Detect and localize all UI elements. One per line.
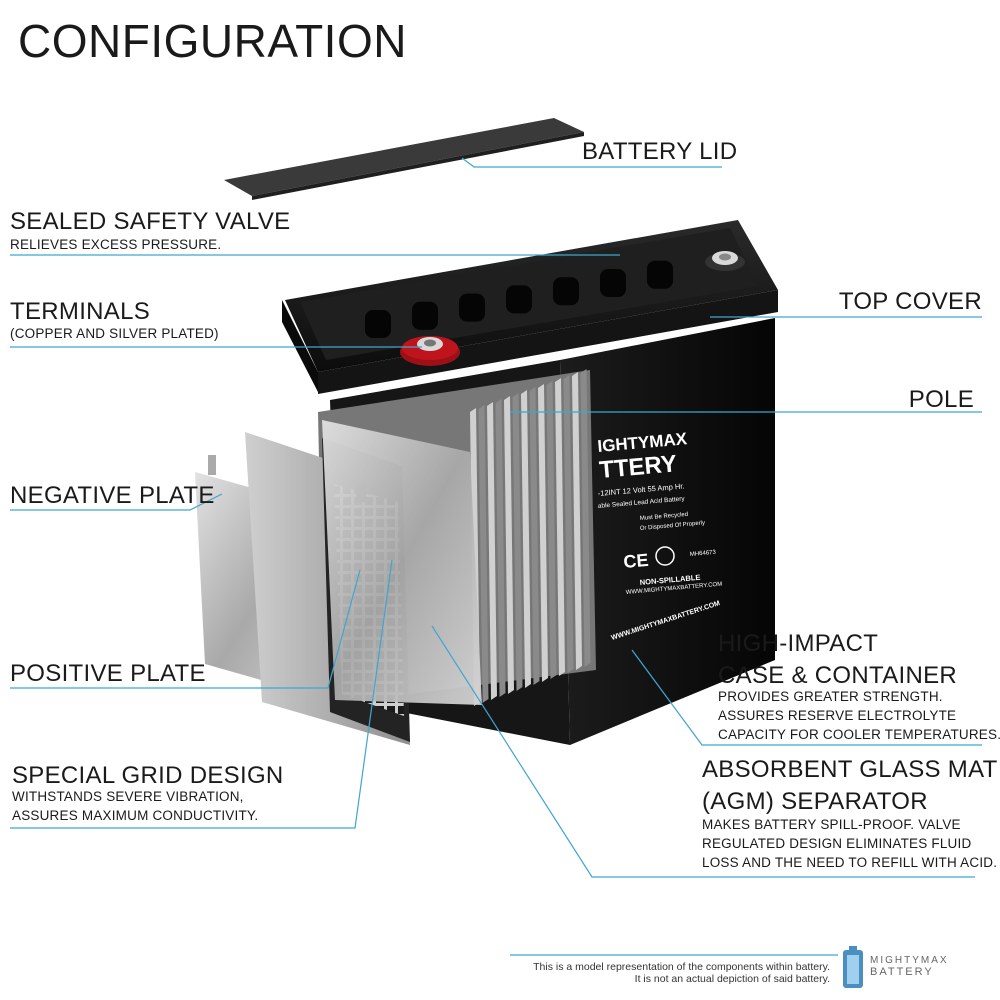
plate-fin [521, 390, 531, 688]
label-safety-valve: SEALED SAFETY VALVE [10, 208, 291, 235]
label-grid-design: SPECIAL GRID DESIGN [12, 762, 284, 789]
logo-battery-icon [843, 946, 863, 988]
plate-fin [478, 405, 489, 703]
page-title: CONFIGURATION [18, 15, 407, 67]
logo-text-top: MIGHTYMAX [870, 955, 949, 966]
plate-fin [546, 381, 557, 679]
plate-fin [538, 384, 548, 682]
label-battery-lid: BATTERY LID [582, 138, 738, 165]
desc-case-2: ASSURES RESERVE ELECTROLYTE [718, 708, 957, 723]
desc-terminals: (COPPER AND SILVER PLATED) [10, 326, 219, 341]
top-cover [282, 220, 778, 394]
plate-fin [504, 396, 514, 694]
plate-fin [512, 393, 523, 691]
cell-vent [600, 269, 626, 297]
label-agm-heading-1: ABSORBENT GLASS MAT [702, 756, 998, 783]
desc-agm-3: LOSS AND THE NEED TO REFILL WITH ACID. [702, 855, 998, 870]
cell-vent [365, 310, 391, 338]
ce-mark: CE [623, 550, 650, 572]
desc-case-3: CAPACITY FOR COOLER TEMPERATURES. [718, 727, 1000, 742]
label-case-heading-1: HIGH-IMPACT [718, 630, 879, 657]
label-negative-plate: NEGATIVE PLATE [10, 482, 215, 509]
label-terminals: TERMINALS [10, 298, 151, 325]
recycle-line-2: Or Disposed Of Properly [640, 520, 706, 532]
plate-fin [572, 372, 582, 670]
leader-lines [10, 157, 982, 878]
label-positive-plate: POSITIVE PLATE [10, 660, 206, 687]
desc-case-1: PROVIDES GREATER STRENGTH. [718, 689, 943, 704]
cell-vent [553, 277, 579, 306]
cell-vent [647, 260, 673, 289]
footer-line-2: It is not an actual depiction of said ba… [634, 973, 830, 985]
battery-lid [224, 118, 584, 196]
recycle-line-1: Must Be Recycled [640, 512, 689, 522]
desc-agm-2: REGULATED DESIGN ELIMINATES FLUID [702, 836, 972, 851]
desc-agm-1: MAKES BATTERY SPILL-PROOF. VALVE [702, 817, 961, 832]
plate-fin [555, 378, 565, 676]
plate-fin [580, 369, 591, 667]
cell-vent [459, 293, 485, 322]
label-top-cover: TOP COVER [838, 288, 982, 315]
cell-vent [506, 285, 532, 314]
plate-fin [487, 402, 497, 700]
desc-safety-valve: RELIEVES EXCESS PRESSURE. [10, 237, 222, 252]
cert-number: MH64673 [690, 550, 717, 558]
label-case-heading-2: CASE & CONTAINER [718, 662, 958, 689]
label-pole: POLE [908, 386, 974, 413]
logo-text-bottom: BATTERY [870, 966, 934, 978]
label-agm-heading-2: (AGM) SEPARATOR [702, 788, 928, 815]
brand-logo: MIGHTYMAX BATTERY [870, 955, 949, 978]
plate-fin [529, 387, 540, 685]
plate-fin [563, 375, 574, 673]
plate-fin [495, 399, 506, 697]
desc-grid-1: WITHSTANDS SEVERE VIBRATION, [12, 789, 244, 804]
desc-grid-2: ASSURES MAXIMUM CONDUCTIVITY. [12, 808, 259, 823]
footer-line-1: This is a model representation of the co… [533, 961, 830, 973]
footer-disclaimer: This is a model representation of the co… [533, 961, 830, 985]
cell-vent [412, 301, 438, 330]
separator-plate [322, 420, 482, 705]
